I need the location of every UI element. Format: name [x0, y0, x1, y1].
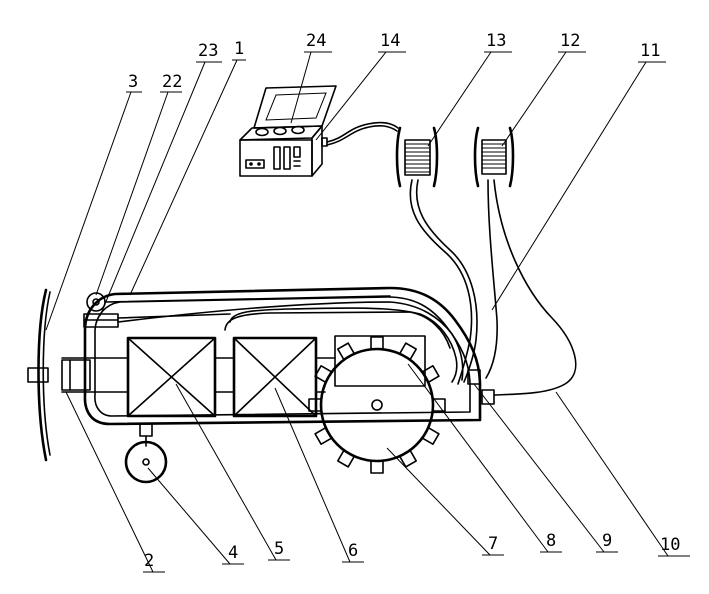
label-5: 5: [274, 539, 284, 559]
knob-icon: [255, 127, 269, 137]
control-cable: [326, 121, 399, 143]
leader-lines: [45, 51, 690, 573]
label-8: 8: [546, 531, 556, 551]
label-3: 3: [128, 72, 138, 92]
knob-icon: [273, 126, 287, 136]
label-13: 13: [486, 31, 506, 51]
part-labels: 3 22 23 1 24 14 13 12 11 2 4 5 6 7 8 9 1…: [128, 31, 680, 571]
sprocket-wheel: [308, 336, 446, 474]
cable-10: [493, 179, 577, 396]
box-6: [232, 336, 318, 418]
part-8: [334, 335, 426, 387]
socket-icon: [245, 159, 265, 169]
label-12: 12: [560, 31, 580, 51]
label-9: 9: [602, 531, 612, 551]
blade: [37, 288, 48, 462]
label-24: 24: [306, 31, 326, 51]
label-23: 23: [198, 41, 218, 61]
label-1: 1: [234, 39, 244, 59]
caster-wheel: [124, 423, 168, 484]
shaft: [27, 367, 49, 383]
connector-10: [481, 389, 495, 405]
knob-icon: [291, 125, 305, 135]
label-22: 22: [162, 72, 182, 92]
label-6: 6: [348, 541, 358, 561]
display-screen: [265, 92, 327, 121]
cable-12: [485, 179, 498, 379]
label-11: 11: [640, 41, 660, 61]
label-2: 2: [144, 551, 154, 571]
cable-reel-13: [395, 126, 439, 188]
label-14: 14: [380, 31, 400, 51]
label-7: 7: [488, 534, 498, 554]
label-10: 10: [660, 535, 680, 555]
label-4: 4: [228, 543, 238, 563]
box-5: [126, 336, 217, 418]
coupling: [61, 359, 91, 391]
cable-reel-12: [473, 126, 515, 188]
control-box: [239, 85, 337, 177]
